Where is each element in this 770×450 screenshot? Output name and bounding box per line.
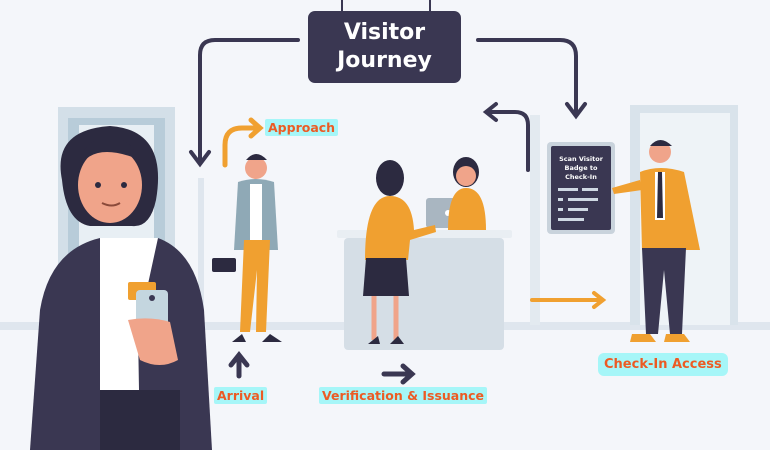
title-sign: Visitor Journey (308, 11, 461, 83)
door-post (530, 115, 540, 325)
sign-hanger (341, 0, 431, 12)
approaching-visitor (212, 154, 282, 342)
kiosk-screen-text: Scan Visitor Badge to Check-In (559, 155, 603, 181)
flow-arrow-back (482, 102, 530, 172)
arrival-arrow (228, 350, 250, 379)
checkin-visitor (612, 140, 700, 342)
check-in-kiosk (547, 142, 615, 234)
step-label-arrival: Arrival (214, 387, 268, 404)
flow-arrow-left (189, 38, 300, 168)
step-label-approach: Approach (265, 119, 339, 136)
step-label-checkin: Check-In Access (598, 353, 728, 376)
door-post (198, 178, 204, 324)
approach-arrow (222, 117, 264, 168)
reception-desk (337, 230, 512, 350)
receptionist (448, 157, 486, 230)
flow-arrow-right (476, 38, 587, 120)
title-line-1: Visitor (343, 20, 426, 45)
foreground-visitor (30, 126, 212, 450)
verification-arrow (381, 363, 416, 385)
visitor-at-desk (363, 160, 436, 344)
checkin-arrow (530, 291, 607, 309)
step-label-verification: Verification & Issuance (319, 387, 488, 404)
title-line-2: Journey (337, 48, 432, 73)
